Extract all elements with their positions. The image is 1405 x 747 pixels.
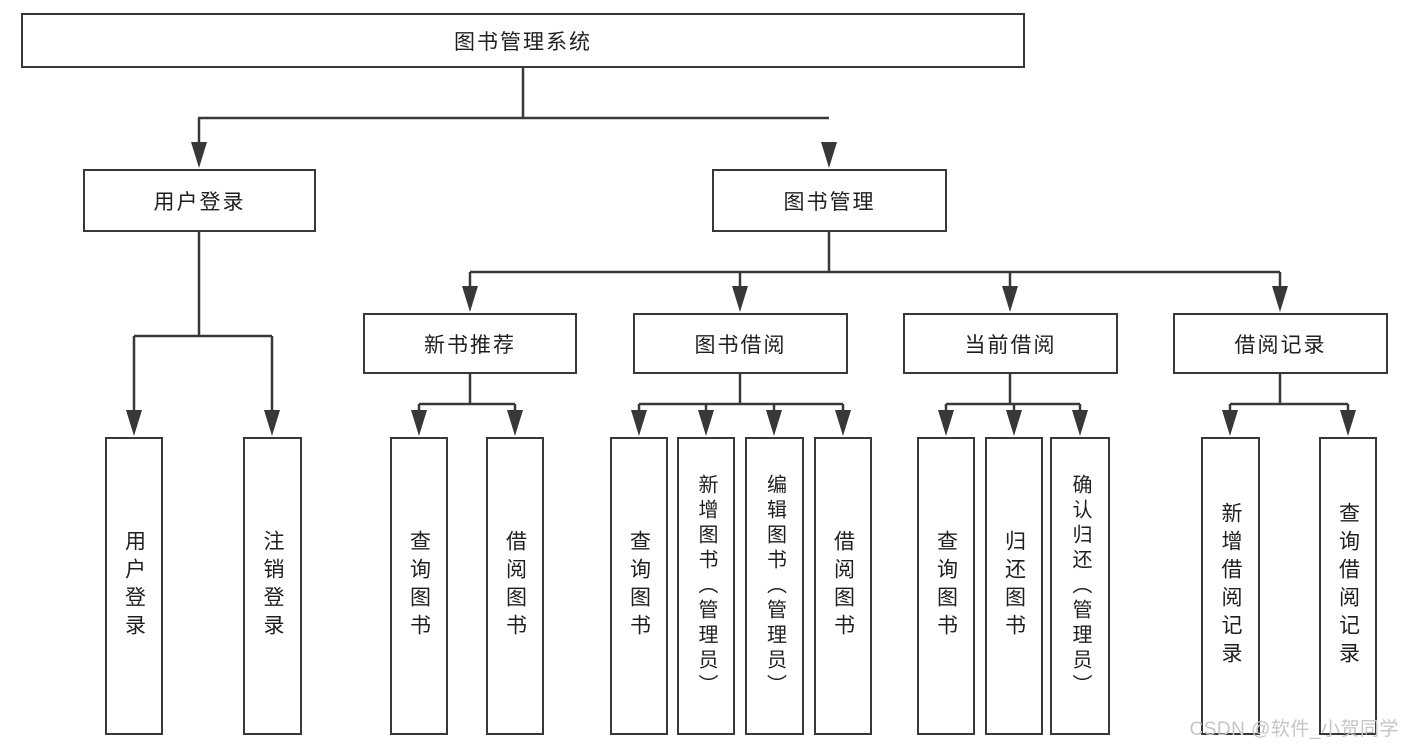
leaf-bb-add-books-admin: 新增图书（管理员） xyxy=(677,437,735,735)
leaf-nbr-query-books: 查询图书 xyxy=(390,437,448,735)
leaf-logout-label: 注销登录 xyxy=(261,530,284,642)
leaf-cb-return-books-label: 归还图书 xyxy=(1002,530,1026,642)
leaf-bb-borrow-books-label: 借阅图书 xyxy=(831,530,855,642)
leaf-nbr-borrow-books-label: 借阅图书 xyxy=(503,530,527,642)
node-book-borrowing-label: 图书借阅 xyxy=(694,333,787,357)
node-new-book-recommend: 新书推荐 xyxy=(363,313,577,374)
leaf-br-query-record: 查询借阅记录 xyxy=(1319,437,1377,735)
csdn-watermark: CSDN @软件_小贺同学 xyxy=(1189,719,1399,740)
node-user-login: 用户登录 xyxy=(83,169,316,232)
leaf-cb-confirm-return-admin: 确认归还（管理员） xyxy=(1050,437,1110,735)
leaf-br-add-record-label: 新增借阅记录 xyxy=(1219,502,1242,670)
leaf-cb-return-books: 归还图书 xyxy=(985,437,1043,735)
leaf-bb-query-books: 查询图书 xyxy=(610,437,668,735)
node-new-book-recommend-label: 新书推荐 xyxy=(424,333,516,357)
node-book-management-label: 图书管理 xyxy=(783,190,876,214)
leaf-br-query-record-label: 查询借阅记录 xyxy=(1336,502,1360,670)
leaf-cb-query-books-label: 查询图书 xyxy=(934,530,958,642)
arrowheads xyxy=(126,142,1356,436)
node-current-borrowing-label: 当前借阅 xyxy=(964,333,1057,357)
node-root-label: 图书管理系统 xyxy=(454,30,592,54)
node-root: 图书管理系统 xyxy=(21,13,1025,68)
leaf-logout: 注销登录 xyxy=(243,437,302,735)
leaf-bb-edit-books-admin-label: 编辑图书（管理员） xyxy=(763,473,786,699)
leaf-user-login-label: 用户登录 xyxy=(122,530,146,642)
leaf-bb-edit-books-admin: 编辑图书（管理员） xyxy=(745,437,804,735)
node-current-borrowing: 当前借阅 xyxy=(903,313,1118,374)
leaf-nbr-borrow-books: 借阅图书 xyxy=(486,437,544,735)
node-borrowing-records: 借阅记录 xyxy=(1173,313,1388,374)
leaf-bb-borrow-books: 借阅图书 xyxy=(814,437,872,735)
node-user-login-label: 用户登录 xyxy=(153,190,246,214)
node-borrowing-records-label: 借阅记录 xyxy=(1234,333,1327,357)
leaf-cb-confirm-return-admin-label: 确认归还（管理员） xyxy=(1069,473,1091,699)
leaf-nbr-query-books-label: 查询图书 xyxy=(407,530,431,642)
leaf-br-add-record: 新增借阅记录 xyxy=(1201,437,1260,735)
leaf-user-login: 用户登录 xyxy=(105,437,163,735)
leaf-bb-query-books-label: 查询图书 xyxy=(627,530,651,642)
leaf-bb-add-books-admin-label: 新增图书（管理员） xyxy=(695,473,717,699)
node-book-borrowing: 图书借阅 xyxy=(633,313,848,374)
leaf-cb-query-books: 查询图书 xyxy=(917,437,975,735)
node-book-management: 图书管理 xyxy=(712,169,947,232)
